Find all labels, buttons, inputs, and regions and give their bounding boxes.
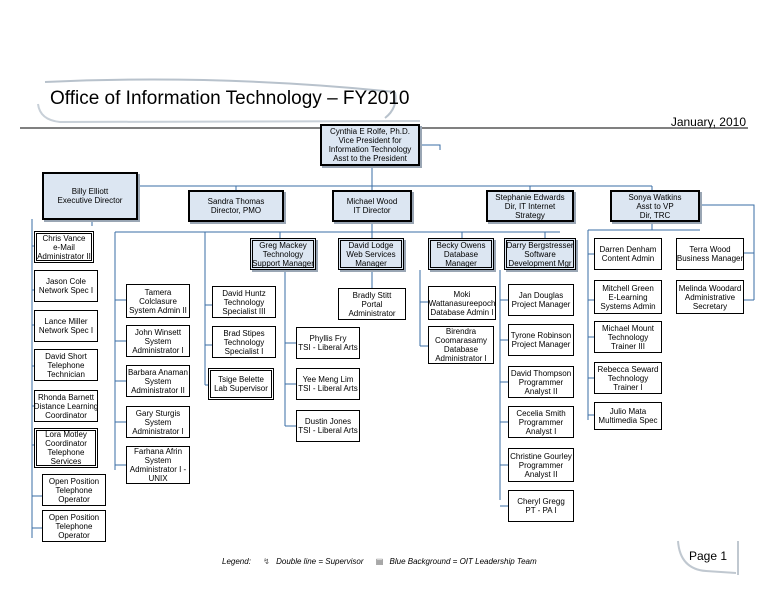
staff-node-bradly-stitt: Bradly Stitt Portal Administrator (338, 288, 406, 320)
report-date: January, 2010 (670, 115, 746, 129)
page-number: Page 1 (689, 549, 728, 563)
staff-node-terra-wood: Terra Wood Business Manager (676, 238, 744, 270)
staff-node-dustin-jones: Dustin Jones TSI - Liberal Arts (296, 410, 360, 442)
staff-node-tyrone-robinson: Tyrone Robinson Project Manager (508, 324, 574, 356)
staff-node-tamera: Tamera Colclasure System Admin II (126, 284, 190, 318)
staff-node-brad-stipes: Brad Stipes Technology Specialist I (212, 326, 276, 358)
page-number-frame (677, 540, 739, 575)
double-line-icon: ↯ (263, 557, 270, 566)
legend-double-line: Double line = Supervisor (276, 557, 364, 566)
page-title: Office of Information Technology – FY201… (50, 88, 410, 109)
director-node-michael: Michael Wood IT Director (332, 190, 412, 222)
staff-node-birendra: Birendra Coomarasamy Database Administra… (428, 326, 494, 364)
manager-node-becky: Becky Owens Database Manager (428, 238, 494, 270)
staff-node-rebecca-seward: Rebecca Seward Technology Trainer I (594, 362, 662, 394)
staff-node-cecelia-smith: Cecelia Smith Programmer Analyst I (508, 406, 574, 438)
manager-node-darry: Darry Bergstresser Software Development … (504, 238, 576, 270)
staff-node-david-huntz: David Huntz Technology Specialist III (212, 286, 276, 318)
legend: Legend: ↯ Double line = Supervisor ▤ Blu… (222, 557, 547, 566)
staff-node-farhana-afrin: Farhana Afrin System Administrator I - U… (126, 446, 190, 484)
staff-node-melinda-woodard: Melinda Woodard Administrative Secretary (676, 280, 744, 314)
manager-node-greg: Greg Mackey Technology Support Manager (250, 238, 316, 270)
staff-node-david-thompson: David Thompson Programmer Analyst II (508, 366, 574, 398)
staff-node-david-short: David Short Telephone Technician (34, 349, 98, 381)
staff-node-julio-mata: Julio Mata Multimedia Spec (594, 402, 662, 430)
staff-node-jan-douglas: Jan Douglas Project Manager (508, 284, 574, 316)
director-node-sonya: Sonya Watkins Asst to VP Dir, TRC (610, 190, 700, 222)
staff-node-lance-miller: Lance Miller Network Spec I (34, 310, 98, 342)
staff-node-yee-meng-lim: Yee Meng Lim TSI - Liberal Arts (296, 368, 360, 400)
blue-box-icon: ▤ (375, 557, 384, 566)
staff-node-christine-gourley: Christine Gourley Programmer Analyst II (508, 448, 574, 482)
staff-node-mitchell-green: Mitchell Green E-Learning Systems Admin (594, 280, 662, 314)
staff-node-lora-motley: Lora Motley Coordinator Telephone Servic… (34, 428, 98, 468)
staff-node-phyllis-fry: Phyllis Fry TSI - Liberal Arts (296, 327, 360, 359)
director-node-sandra: Sandra Thomas Director, PMO (188, 190, 284, 222)
staff-node-tsige-belette: Tsige Belette Lab Supervisor (208, 368, 274, 400)
staff-node-barbara-anaman: Barbara Anaman System Administrator II (126, 365, 190, 397)
legend-blue-background: Blue Background = OIT Leadership Team (389, 557, 537, 566)
manager-node-david-lodge: David Lodge Web Services Manager (338, 238, 404, 270)
staff-node-michael-mount: Michael Mount Technology Trainer III (594, 321, 662, 353)
staff-node-cheryl-gregg: Cheryl Gregg PT - PA I (508, 490, 574, 522)
staff-node-john-winsett: John Winsett System Administrator I (126, 325, 190, 357)
exec-director-node: Billy Elliott Executive Director (42, 172, 138, 220)
director-node-stephanie: Stephanie Edwards Dir, IT Internet Strat… (486, 190, 574, 222)
vp-node: Cynthia E Rolfe, Ph.D. Vice President fo… (320, 124, 420, 166)
staff-node-gary-sturgis: Gary Sturgis System Administrator I (126, 406, 190, 438)
legend-label: Legend: (222, 557, 251, 566)
staff-node-darren-denham: Darren Denham Content Admin (594, 238, 662, 270)
staff-node-rhonda-barnett: Rhonda Barnett Distance Learning Coordin… (34, 390, 98, 422)
staff-node-moki: Moki Wattanasureepoch Database Admin I (428, 286, 496, 320)
staff-node-jason-cole: Jason Cole Network Spec I (34, 270, 98, 302)
staff-node-chris-vance: Chris Vance e-Mail Administrator II (34, 231, 94, 263)
staff-node-open-position-2: Open Position Telephone Operator (42, 510, 106, 542)
staff-node-open-position-1: Open Position Telephone Operator (42, 474, 106, 506)
